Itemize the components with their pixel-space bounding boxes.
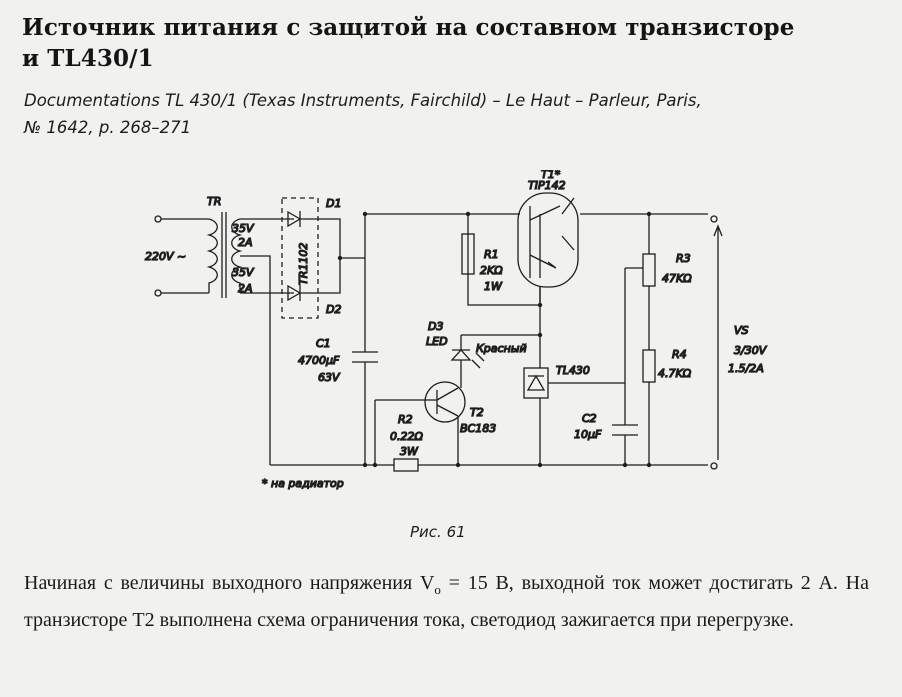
article-title: Источник питания с защитой на составном … xyxy=(22,12,862,74)
tr-label: TR xyxy=(207,195,221,208)
r1-value-label: 2KΩ xyxy=(480,264,503,277)
t1-leads xyxy=(467,214,541,306)
resistor-r1-symbol xyxy=(461,233,475,275)
bridge-outputs xyxy=(300,218,365,294)
r3-value-label: 47KΩ xyxy=(662,272,692,285)
circuit-schematic: TR 220V ~ 35V 2A 35V 2A TR1102 D1 D2 T1*… xyxy=(144,170,768,491)
tl430-internals xyxy=(526,287,625,465)
r1-power-label: 1W xyxy=(484,280,503,293)
junction-dots xyxy=(337,211,652,468)
body-text-part2: = 15 В, выходной ток может достигать 2 А… xyxy=(24,572,869,631)
transformer-core xyxy=(221,212,227,298)
tl430-symbol xyxy=(523,367,549,399)
c2-label: C2 xyxy=(582,412,597,425)
vs-range-label: 3/30V xyxy=(734,344,768,357)
output-terminal-bottom xyxy=(710,462,718,470)
winding2-voltage-label: 35V xyxy=(232,266,255,279)
d1-label: D1 xyxy=(326,197,341,210)
c1-value-label: 4700μF xyxy=(298,354,340,367)
c1-label: C1 xyxy=(316,337,331,350)
article-source: Documentations TL 430/1 (Texas Instrumen… xyxy=(24,87,844,141)
led-d3-symbol xyxy=(450,349,472,361)
tl430-label: TL430 xyxy=(556,364,590,377)
article-title-line2: и TL430/1 xyxy=(22,45,154,72)
t1-label: T1* xyxy=(541,170,561,181)
resistor-r2-symbol xyxy=(393,458,419,472)
r3-label: R3 xyxy=(676,252,691,265)
body-paragraph: Начиная с величины выходного напряжения … xyxy=(24,568,869,635)
r2-value-label: 0.22Ω xyxy=(390,430,423,443)
d3-type-label: LED xyxy=(426,335,448,348)
heatsink-note: * на радиатор xyxy=(262,477,344,490)
transformer-primary xyxy=(206,218,218,293)
d3-color-label: Красный xyxy=(476,342,527,355)
resistor-r3-symbol xyxy=(642,253,656,287)
input-terminal-top xyxy=(154,215,162,223)
resistor-r4-symbol xyxy=(642,349,656,383)
input-wires xyxy=(161,218,209,294)
body-text-subscript: o xyxy=(434,582,441,597)
t2-part-label: BC183 xyxy=(460,422,496,435)
bridge-label: TR1102 xyxy=(297,243,310,285)
input-terminal-bottom xyxy=(154,289,162,297)
transistor-t2-symbol xyxy=(424,381,466,423)
t2-collector-wire xyxy=(460,334,540,388)
winding1-voltage-label: 35V xyxy=(232,222,255,235)
r2-label: R2 xyxy=(398,413,413,426)
t1-part-label: TIP142 xyxy=(528,179,566,192)
c1-voltage-label: 63V xyxy=(318,371,341,384)
d3-label: D3 xyxy=(428,320,443,333)
led-d3-arrows xyxy=(471,352,485,369)
capacitor-c2-symbol xyxy=(612,424,638,436)
t2-label: T2 xyxy=(470,406,484,419)
input-voltage-label: 220V ~ xyxy=(145,250,186,263)
winding1-current-label: 2A xyxy=(238,236,253,249)
c2-value-label: 10μF xyxy=(574,428,602,441)
secondary-wires xyxy=(240,218,294,465)
output-voltage-arrow xyxy=(713,224,723,460)
transistor-t1-symbol xyxy=(517,192,579,288)
capacitor-c1-symbol xyxy=(352,351,378,363)
t2-internals xyxy=(374,387,459,465)
transformer-secondary xyxy=(231,218,243,293)
divider-wires xyxy=(624,214,650,465)
winding2-current-label: 2A xyxy=(238,282,253,295)
r4-value-label: 4.7KΩ xyxy=(658,367,692,380)
vs-label: VS xyxy=(734,324,749,337)
t1-internals xyxy=(529,197,575,278)
figure-caption: Рис. 61 xyxy=(410,523,466,541)
r2-power-label: 3W xyxy=(400,445,419,458)
source-line1: Documentations TL 430/1 (Texas Instrumen… xyxy=(24,91,702,110)
r4-label: R4 xyxy=(672,348,687,361)
article-title-line1: Источник питания с защитой на составном … xyxy=(22,14,795,41)
body-text-part1: Начиная с величины выходного напряжения … xyxy=(24,572,435,594)
r1-label: R1 xyxy=(484,248,499,261)
output-terminal-top xyxy=(710,215,718,223)
vs-current-label: 1.5/2A xyxy=(728,362,764,375)
d2-label: D2 xyxy=(326,303,341,316)
source-line2: № 1642, p. 268–271 xyxy=(24,118,192,137)
bridge-box xyxy=(281,197,319,319)
